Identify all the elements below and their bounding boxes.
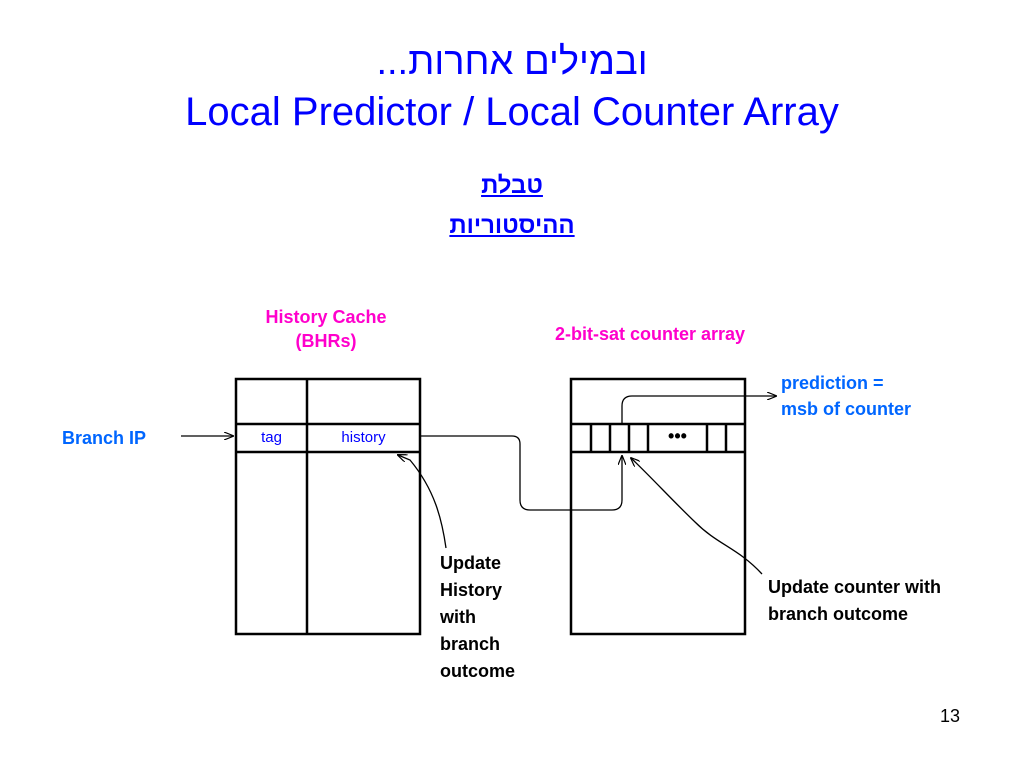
counter-array-label: 2-bit-sat counter array <box>554 324 746 344</box>
history-cache-label-line2: (BHRs) <box>295 331 357 351</box>
page-number: 13 <box>939 706 961 726</box>
title-hebrew: ובמילים אחרות... <box>376 41 648 83</box>
title-english: Local Predictor / Local Counter Array <box>185 90 839 134</box>
update-history-line: Update <box>440 553 502 573</box>
tag-cell-label: tag <box>261 429 282 446</box>
update-counter-line1: Update counter with <box>768 577 942 597</box>
prediction-label-line2: msb of counter <box>781 399 912 419</box>
update-counter-label: Update counter with branch outcome <box>768 574 1008 628</box>
update-counter-line2: branch outcome <box>768 604 909 624</box>
history-cache-label-line1: History Cache <box>265 307 387 327</box>
prediction-label-line1: prediction = <box>781 373 884 393</box>
update-history-line: History <box>440 580 503 600</box>
update-counter-arrow <box>631 458 763 575</box>
counter-array-table <box>569 377 747 636</box>
update-history-line: outcome <box>440 661 516 681</box>
subtitle-line-1: טבלת <box>481 172 543 199</box>
history-cell-label: history <box>341 429 386 446</box>
update-history-label: Update History with branch outcome <box>440 550 560 685</box>
update-history-line: branch <box>440 634 501 654</box>
update-history-arrow <box>398 455 447 549</box>
counter-ellipsis: ••• <box>668 426 687 446</box>
prediction-arrow <box>621 396 776 424</box>
history-cache-label: History Cache (BHRs) <box>226 305 426 353</box>
history-cache-table <box>234 377 422 636</box>
branch-ip-label: Branch IP <box>62 428 147 448</box>
prediction-label: prediction = msb of counter <box>781 370 1001 422</box>
subtitle-line-2: ההיסטוריות <box>449 212 575 239</box>
update-history-line: with <box>440 607 476 627</box>
history-to-counter-connector <box>420 435 622 511</box>
